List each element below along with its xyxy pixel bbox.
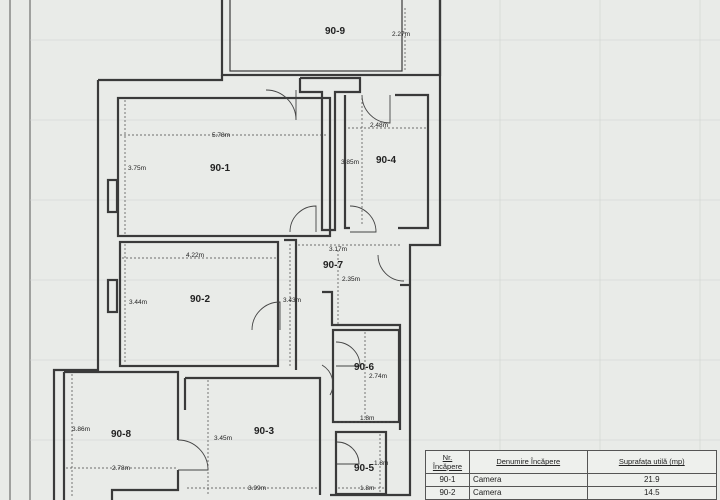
dim-90-2-width: 4.22m (186, 252, 204, 259)
label-90-3: 90-3 (254, 426, 274, 437)
legend-cell-area: 14.5 (586, 485, 717, 500)
label-90-6: 90-6 (354, 362, 374, 373)
dim-90-1-width: 5.78m (212, 132, 230, 139)
dim-90-7-width: 3.17m (329, 246, 347, 253)
dim-90-3-width: 3.99m (248, 485, 266, 492)
label-90-5: 90-5 (354, 463, 374, 474)
door-90-5 (336, 441, 360, 465)
dim-90-6-width: 1.8m (360, 415, 374, 422)
legend-row: 90-1 Camera 21.9 (425, 472, 717, 487)
dim-90-5-height: 1.8m (374, 460, 388, 467)
outer-walls (52, 0, 442, 500)
dim-90-4-width: 2.48m (370, 122, 388, 129)
corridor-walls (298, 76, 362, 232)
doors (177, 89, 405, 471)
door-90-4b (349, 205, 377, 233)
label-90-4: 90-4 (376, 155, 396, 166)
label-90-2: 90-2 (190, 294, 210, 305)
door-90-2 (251, 301, 281, 331)
room-90-6 (331, 328, 401, 424)
legend-cell-nr: 90-2 (425, 485, 470, 500)
room-90-4 (343, 93, 430, 230)
room-90-3 (183, 376, 322, 495)
room-90-5 (334, 430, 388, 496)
door-90-6 (335, 341, 361, 367)
background-grid (30, 0, 720, 500)
legend-header-area: Suprafața utilă (mp) (586, 450, 717, 474)
dim-90-2-height: 3.44m (129, 299, 147, 306)
legend-header-nr: Nr. Încăpere (425, 450, 470, 474)
dim-90-9-width: 2.27m (392, 31, 410, 38)
door-90-9 (265, 89, 297, 121)
legend-header-row: Nr. Încăpere Denumire Încăpere Suprafața… (425, 450, 717, 474)
dim-90-7-height: 2.35m (342, 276, 360, 283)
room-90-8 (62, 370, 180, 500)
dim-90-8-height: 3.86m (72, 426, 90, 433)
room-90-7 (284, 238, 410, 430)
legend-row: 90-2 Camera 14.5 (425, 485, 717, 500)
window-90-1 (106, 178, 119, 214)
dim-90-2-right: 3.43m (283, 297, 301, 304)
door-90-3 (321, 364, 334, 396)
label-90-7: 90-7 (323, 260, 343, 271)
label-90-8: 90-8 (111, 429, 131, 440)
door-90-8 (177, 439, 209, 471)
label-90-1: 90-1 (210, 163, 230, 174)
room-90-1 (116, 96, 332, 238)
rooms-legend-table: Nr. Încăpere Denumire Încăpere Suprafața… (425, 450, 717, 500)
dim-90-1-height: 3.75m (128, 165, 146, 172)
dimension-lines (66, 8, 426, 498)
dim-90-8-width: 2.78m (112, 465, 130, 472)
door-90-4 (361, 94, 391, 124)
room-90-2 (118, 240, 280, 368)
legend-cell-nr: 90-1 (425, 472, 470, 487)
legend-cell-name: Camera (468, 472, 588, 487)
dim-90-5-width: 1.8m (360, 485, 374, 492)
dim-90-3-height: 3.45m (214, 435, 232, 442)
legend-cell-area: 21.9 (586, 472, 717, 487)
legend-cell-name: Camera (468, 485, 588, 500)
door-90-1 (289, 205, 317, 233)
label-90-9: 90-9 (325, 26, 345, 37)
door-90-7 (377, 254, 405, 282)
dim-90-4-height: 3.85m (341, 159, 359, 166)
dim-90-6-height: 2.74m (369, 373, 387, 380)
legend-header-name: Denumire Încăpere (468, 450, 588, 474)
window-90-2 (106, 278, 119, 314)
